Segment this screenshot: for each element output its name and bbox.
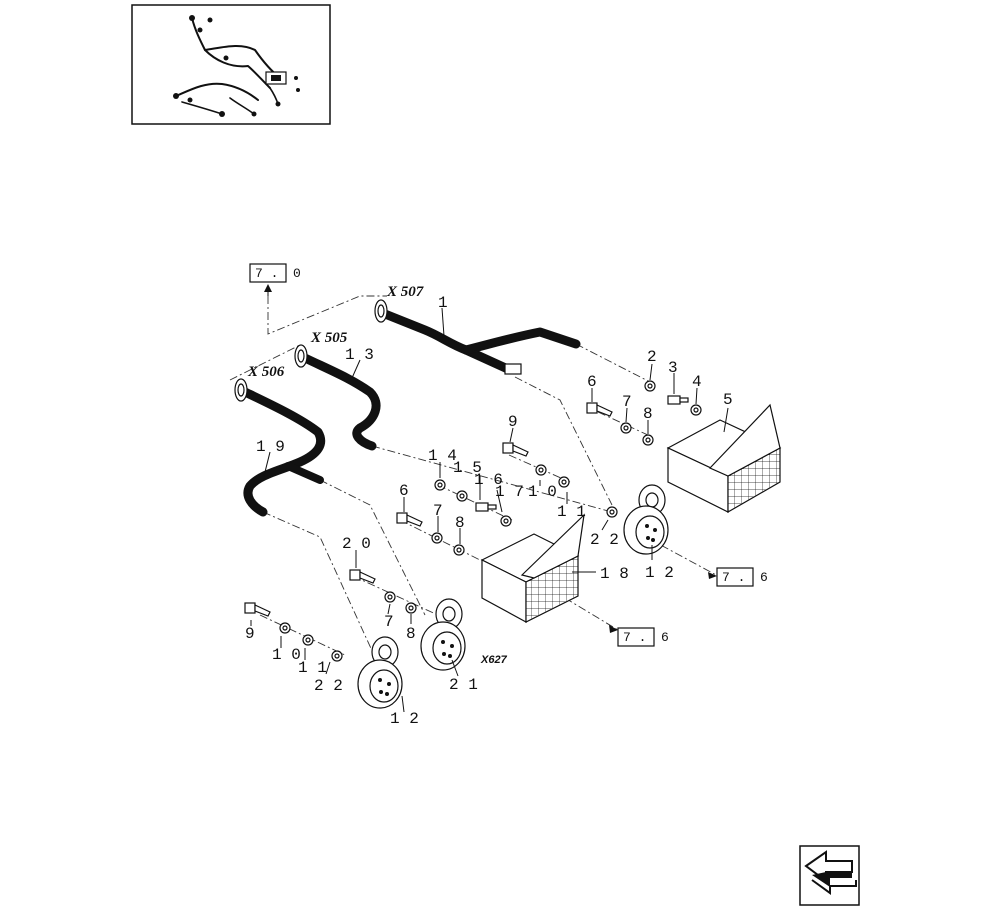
- ref-top[interactable]: 7 . 0: [249, 263, 301, 296]
- callout-7a: 7: [622, 393, 632, 411]
- harness-thumbnail[interactable]: [131, 4, 331, 125]
- callout-10b: 1 0: [272, 646, 301, 664]
- callout-1: 1: [438, 294, 448, 312]
- lamp-housing-5[interactable]: [666, 403, 782, 514]
- ref-bottom-box: 7 .: [623, 630, 646, 645]
- lamp-housing-18[interactable]: [480, 513, 585, 624]
- back-arrow-icon[interactable]: [799, 845, 860, 906]
- callout-12b: 1 2: [390, 710, 419, 728]
- callout-18: 1 8: [600, 565, 629, 583]
- callout-numbers: 1 1 3 1 9 2 3 4 5 6 7 8 9 1 4 1 5 1 6 1 …: [245, 294, 733, 728]
- harness-x506[interactable]: [234, 378, 326, 517]
- callout-5: 5: [723, 391, 733, 409]
- socket-21[interactable]: [420, 598, 466, 671]
- callout-8a: 8: [643, 405, 653, 423]
- callout-8b: 8: [455, 514, 465, 532]
- callout-10a: 1 0: [528, 483, 557, 501]
- callout-20: 2 0: [342, 535, 371, 553]
- callout-6a: 6: [587, 373, 597, 391]
- connector-x506-label: X 506: [247, 364, 285, 380]
- harness-x505[interactable]: [294, 344, 381, 451]
- callout-22a: 2 2: [590, 531, 619, 549]
- callout-12a: 1 2: [645, 564, 674, 582]
- callout-13: 1 3: [345, 346, 374, 364]
- callout-9b: 9: [245, 625, 255, 643]
- callout-14: 1 4: [428, 447, 457, 465]
- socket-12-left[interactable]: [357, 636, 403, 709]
- ref-bottom[interactable]: 7 . 6: [609, 625, 669, 647]
- callout-7b: 7: [433, 502, 443, 520]
- connector-x505-label: X 505: [310, 330, 348, 346]
- ref-top-num: 0: [293, 266, 301, 281]
- figure-code: X627: [480, 654, 508, 666]
- callout-leaders: [250, 307, 729, 713]
- callout-8c: 8: [406, 625, 416, 643]
- ref-bottom-num: 6: [661, 630, 669, 645]
- ref-right-box: 7 .: [722, 570, 745, 585]
- socket-12-right[interactable]: [623, 484, 669, 555]
- callout-22b: 2 2: [314, 677, 343, 695]
- callout-11a: 1 1: [557, 503, 586, 521]
- callout-4: 4: [692, 373, 702, 391]
- callout-17: 1 7: [495, 483, 524, 501]
- callout-11b: 1 1: [298, 659, 327, 677]
- fasteners: [244, 380, 702, 662]
- ref-right-num: 6: [760, 570, 768, 585]
- ref-right[interactable]: 7 . 6: [708, 567, 768, 587]
- callout-19: 1 9: [256, 438, 285, 456]
- callout-7c: 7: [384, 613, 394, 631]
- connector-x507-label: X 507: [386, 284, 424, 300]
- callout-15: 1 5: [453, 459, 482, 477]
- callout-3: 3: [668, 359, 678, 377]
- callout-16: 1 6: [474, 471, 503, 489]
- callout-6b: 6: [399, 482, 409, 500]
- harness-x507[interactable]: [374, 299, 581, 375]
- callout-2: 2: [647, 348, 657, 366]
- ref-top-box: 7 .: [255, 266, 278, 281]
- callout-9a: 9: [508, 413, 518, 431]
- callout-21: 2 1: [449, 676, 478, 694]
